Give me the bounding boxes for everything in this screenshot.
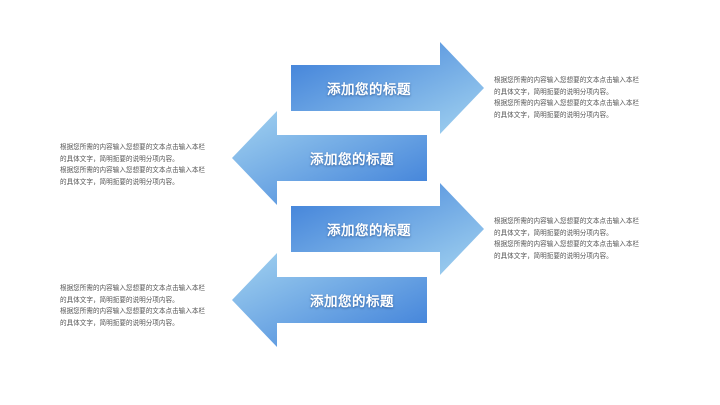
- right-arrow-1: [291, 42, 484, 134]
- left-arrow-2: [232, 253, 427, 347]
- description-2[interactable]: 根据您所需的内容输入您想要的文本点击输入本栏 的具体文字，简明扼要的说明分项内容…: [60, 142, 235, 188]
- desc-line: 根据您所需的内容输入您想要的文本点击输入本栏: [494, 240, 640, 249]
- desc-line: 的具体文字，简明扼要的说明分项内容。: [494, 110, 613, 119]
- desc-line: 根据您所需的内容输入您想要的文本点击输入本栏: [60, 307, 206, 316]
- description-1[interactable]: 根据您所需的内容输入您想要的文本点击输入本栏 的具体文字，简明扼要的说明分项内容…: [494, 75, 669, 121]
- left-arrow-1: [232, 111, 427, 205]
- desc-line: 根据您所需的内容输入您想要的文本点击输入本栏: [60, 284, 206, 292]
- description-4[interactable]: 根据您所需的内容输入您想要的文本点击输入本栏 的具体文字，简明扼要的说明分项内容…: [60, 283, 235, 329]
- desc-line: 的具体文字，简明扼要的说明分项内容。: [60, 295, 179, 304]
- arrow-title-1[interactable]: 添加您的标题: [327, 82, 411, 98]
- description-3[interactable]: 根据您所需的内容输入您想要的文本点击输入本栏 的具体文字，简明扼要的说明分项内容…: [494, 216, 669, 262]
- desc-line: 根据您所需的内容输入您想要的文本点击输入本栏: [60, 166, 206, 175]
- desc-line: 根据您所需的内容输入您想要的文本点击输入本栏: [494, 217, 640, 225]
- desc-line: 的具体文字，简明扼要的说明分项内容。: [60, 177, 179, 186]
- desc-line: 的具体文字，简明扼要的说明分项内容。: [494, 87, 613, 96]
- right-arrow-2: [291, 183, 484, 275]
- desc-line: 根据您所需的内容输入您想要的文本点击输入本栏: [60, 143, 206, 151]
- desc-line: 的具体文字，简明扼要的说明分项内容。: [60, 318, 179, 327]
- arrow-title-3[interactable]: 添加您的标题: [327, 223, 411, 239]
- desc-line: 的具体文字，简明扼要的说明分项内容。: [60, 154, 179, 163]
- desc-line: 根据您所需的内容输入您想要的文本点击输入本栏: [494, 76, 640, 84]
- desc-line: 的具体文字，简明扼要的说明分项内容。: [494, 251, 613, 260]
- desc-line: 根据您所需的内容输入您想要的文本点击输入本栏: [494, 99, 640, 108]
- arrow-title-4[interactable]: 添加您的标题: [310, 294, 394, 310]
- arrow-title-2[interactable]: 添加您的标题: [310, 152, 394, 168]
- desc-line: 的具体文字，简明扼要的说明分项内容。: [494, 228, 613, 237]
